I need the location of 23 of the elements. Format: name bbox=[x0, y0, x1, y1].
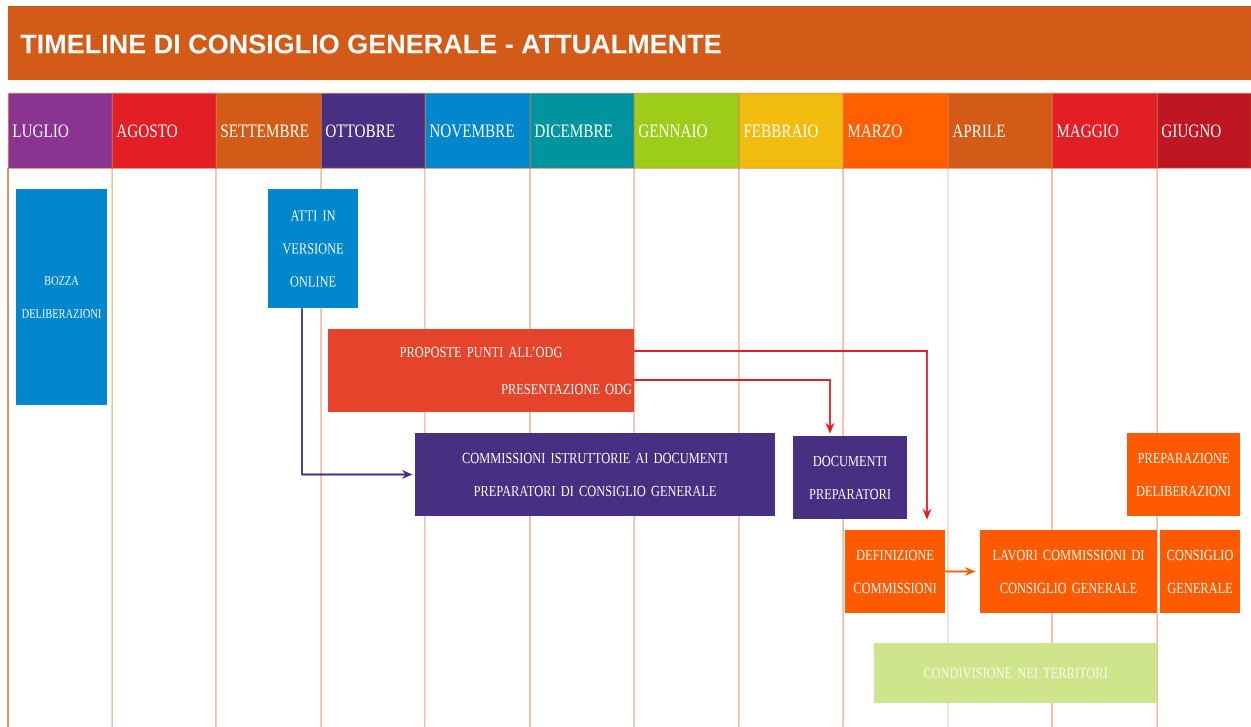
month-header: GENNAIO bbox=[634, 93, 740, 169]
month-header: SETTEMBRE bbox=[216, 93, 322, 169]
task-box: LAVORI COMMISSIONI DI CONSIGLIO GENERALE bbox=[980, 530, 1157, 613]
month-header: GIUGNO bbox=[1157, 93, 1251, 169]
task-bar: CONDIVISIONE NEI TERRITORI bbox=[874, 643, 1157, 703]
month-header: FEBBRAIO bbox=[739, 93, 844, 169]
month-header: APRILE bbox=[948, 93, 1053, 169]
task-box: DOCUMENTI PREPARATORI bbox=[793, 436, 907, 519]
month-header: LUGLIO bbox=[8, 93, 113, 169]
title: TIMELINE DI CONSIGLIO GENERALE - ATTUALMENTE bbox=[20, 34, 721, 54]
task-box: PREPARAZIONE DELIBERAZIONI bbox=[1127, 433, 1240, 516]
task-box: BOZZA DELIBERAZIONI bbox=[16, 189, 107, 405]
month-header: AGOSTO bbox=[112, 93, 217, 169]
month-header: OTTOBRE bbox=[321, 93, 426, 169]
month-header: NOVEMBRE bbox=[425, 93, 531, 169]
task-box: DEFINIZIONE COMMISSIONI bbox=[845, 530, 945, 613]
task-bar: PROPOSTE PUNTI ALL’ODG PRESENTAZIONE ODG bbox=[328, 329, 634, 412]
month-header: DICEMBRE bbox=[530, 93, 635, 169]
month-header: MARZO bbox=[843, 93, 949, 169]
task-box: ATTI IN VERSIONE ONLINE bbox=[268, 189, 358, 308]
task-box: CONSIGLIO GENERALE bbox=[1160, 530, 1240, 613]
task-box: COMMISSIONI ISTRUTTORIE AI DOCUMENTI PREPARATORI DI CONSIGLIO GENERALE bbox=[415, 433, 775, 516]
month-header: MAGGIO bbox=[1052, 93, 1158, 169]
